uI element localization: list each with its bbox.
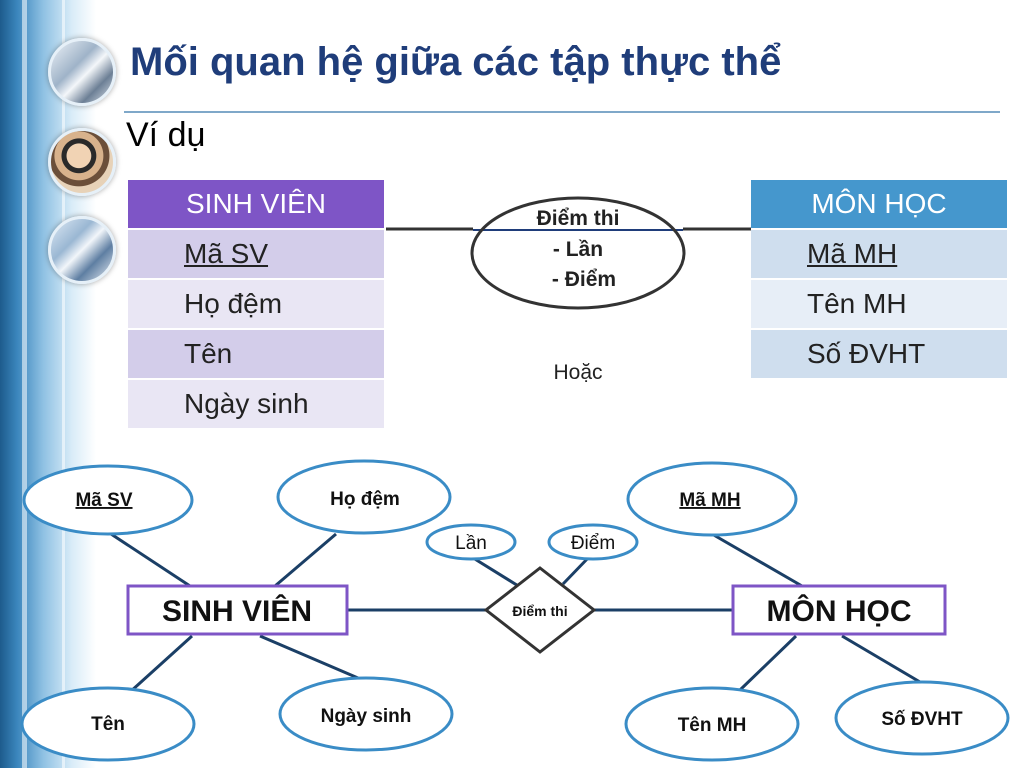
table-cell: Ngày sinh: [184, 388, 309, 419]
attribute-key-label: Mã SV: [75, 490, 132, 511]
attribute-label: Tên MH: [678, 715, 747, 736]
relationship-ellipse: [470, 196, 686, 310]
entity-label: MÔN HỌC: [767, 594, 912, 628]
attribute-ellipse: [547, 523, 639, 561]
person-photo-icon: [48, 128, 116, 196]
attribute-ellipse: [276, 459, 452, 535]
table-cell: Mã SV: [184, 238, 269, 269]
decorative-photo-icon: [48, 38, 116, 106]
table-cell: Mã MH: [807, 238, 898, 269]
connector-line: [107, 530, 191, 588]
connector-line: [469, 554, 521, 589]
table-row: Mã SV: [128, 229, 384, 280]
table-sinh-vien: SINH VIÊN Mã SV Họ đệm Tên Ngày sinh: [128, 180, 384, 430]
or-label: Hoặc: [553, 361, 602, 384]
connector-line: [738, 634, 798, 692]
relationship-name: Điểm thi: [537, 207, 620, 230]
title-divider: [124, 111, 1000, 113]
sidebar-stripe: [22, 0, 27, 768]
er-connectors: [107, 530, 921, 694]
relationship-attr: - Điểm: [552, 268, 616, 291]
attribute-label: Tên: [91, 714, 125, 735]
relationship-diamond: [483, 566, 597, 654]
connector-line: [274, 532, 337, 588]
attribute-ellipse: [20, 686, 196, 762]
connector-line: [711, 532, 803, 588]
table-cell: Họ đệm: [184, 288, 283, 319]
table-header: SINH VIÊN: [128, 180, 384, 230]
attribute-ellipse: [22, 464, 194, 536]
attribute-label: Ngày sinh: [321, 706, 412, 727]
entity-box: [731, 584, 947, 636]
attribute-key-label: Mã MH: [679, 490, 740, 511]
attribute-label: Điểm: [571, 533, 615, 554]
table-row: Số ĐVHT: [751, 329, 1007, 380]
table-cell: Tên MH: [807, 288, 907, 319]
table-row: Tên MH: [751, 279, 1007, 330]
attribute-ellipse: [624, 686, 800, 762]
connector-line: [259, 634, 359, 680]
attribute-label: Họ đệm: [330, 489, 400, 510]
sidebar-stripe: [62, 0, 65, 768]
table-row: Tên: [128, 329, 384, 380]
attribute-label: Số ĐVHT: [881, 709, 963, 730]
attribute-label: Lần: [455, 533, 487, 554]
table-cell: Tên: [184, 338, 233, 369]
table-cell: Số ĐVHT: [807, 338, 926, 369]
relationship-label: Điểm thi: [512, 603, 567, 619]
connector-line: [128, 634, 194, 694]
table-row: Mã MH: [751, 229, 1007, 280]
relationship-attr: - Lần: [553, 238, 603, 261]
attribute-ellipse: [425, 523, 517, 561]
table-mon-hoc: MÔN HỌC Mã MH Tên MH Số ĐVHT: [751, 180, 1007, 380]
slide-subtitle: Ví dụ: [126, 116, 206, 154]
attribute-ellipse: [626, 461, 798, 537]
table-header: MÔN HỌC: [751, 180, 1007, 230]
attribute-ellipse: [278, 676, 454, 752]
table-row: Họ đệm: [128, 279, 384, 330]
attribute-ellipse: [834, 680, 1010, 756]
table-row: Ngày sinh: [128, 379, 384, 430]
connector-line: [841, 634, 921, 684]
entity-box: [126, 584, 349, 636]
decorative-photo-icon: [48, 216, 116, 284]
connector-line: [561, 554, 592, 586]
slide-title: Mối quan hệ giữa các tập thực thể: [130, 40, 782, 84]
entity-label: SINH VIÊN: [162, 594, 312, 628]
